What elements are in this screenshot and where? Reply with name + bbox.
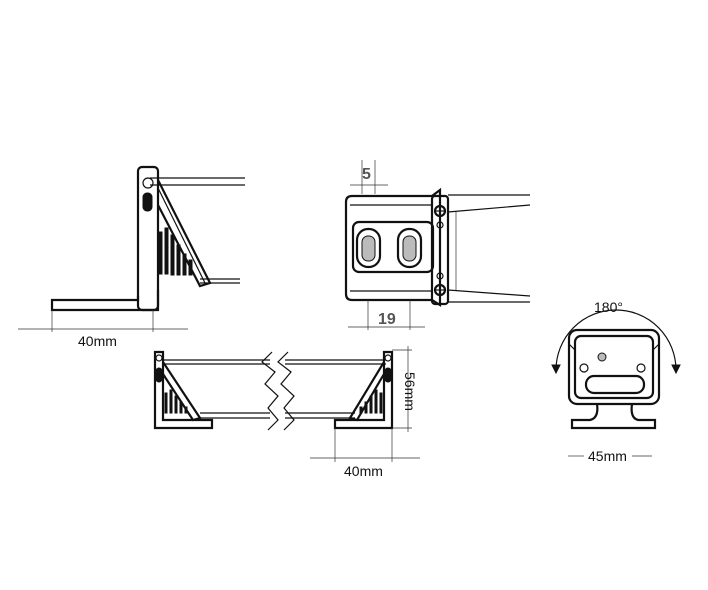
side-view-bracket: 40mm <box>18 165 245 349</box>
bottom-view-height-label: 56mm <box>402 372 418 411</box>
side-view-width-label: 40mm <box>78 333 117 349</box>
bottom-view-light-bar: 56mm 40mm <box>153 346 420 479</box>
top-view-slots: 5 19 <box>344 160 531 330</box>
end-view-width-label: 45mm <box>588 448 627 464</box>
slot-spacing-label: 19 <box>378 311 396 328</box>
heatsink-fins <box>158 227 193 276</box>
end-view-rotation: 180° 45mm <box>551 299 681 464</box>
bottom-view-width-label: 40mm <box>344 463 383 479</box>
rotation-label: 180° <box>594 299 623 315</box>
slot-width-label: 5 <box>362 166 371 183</box>
